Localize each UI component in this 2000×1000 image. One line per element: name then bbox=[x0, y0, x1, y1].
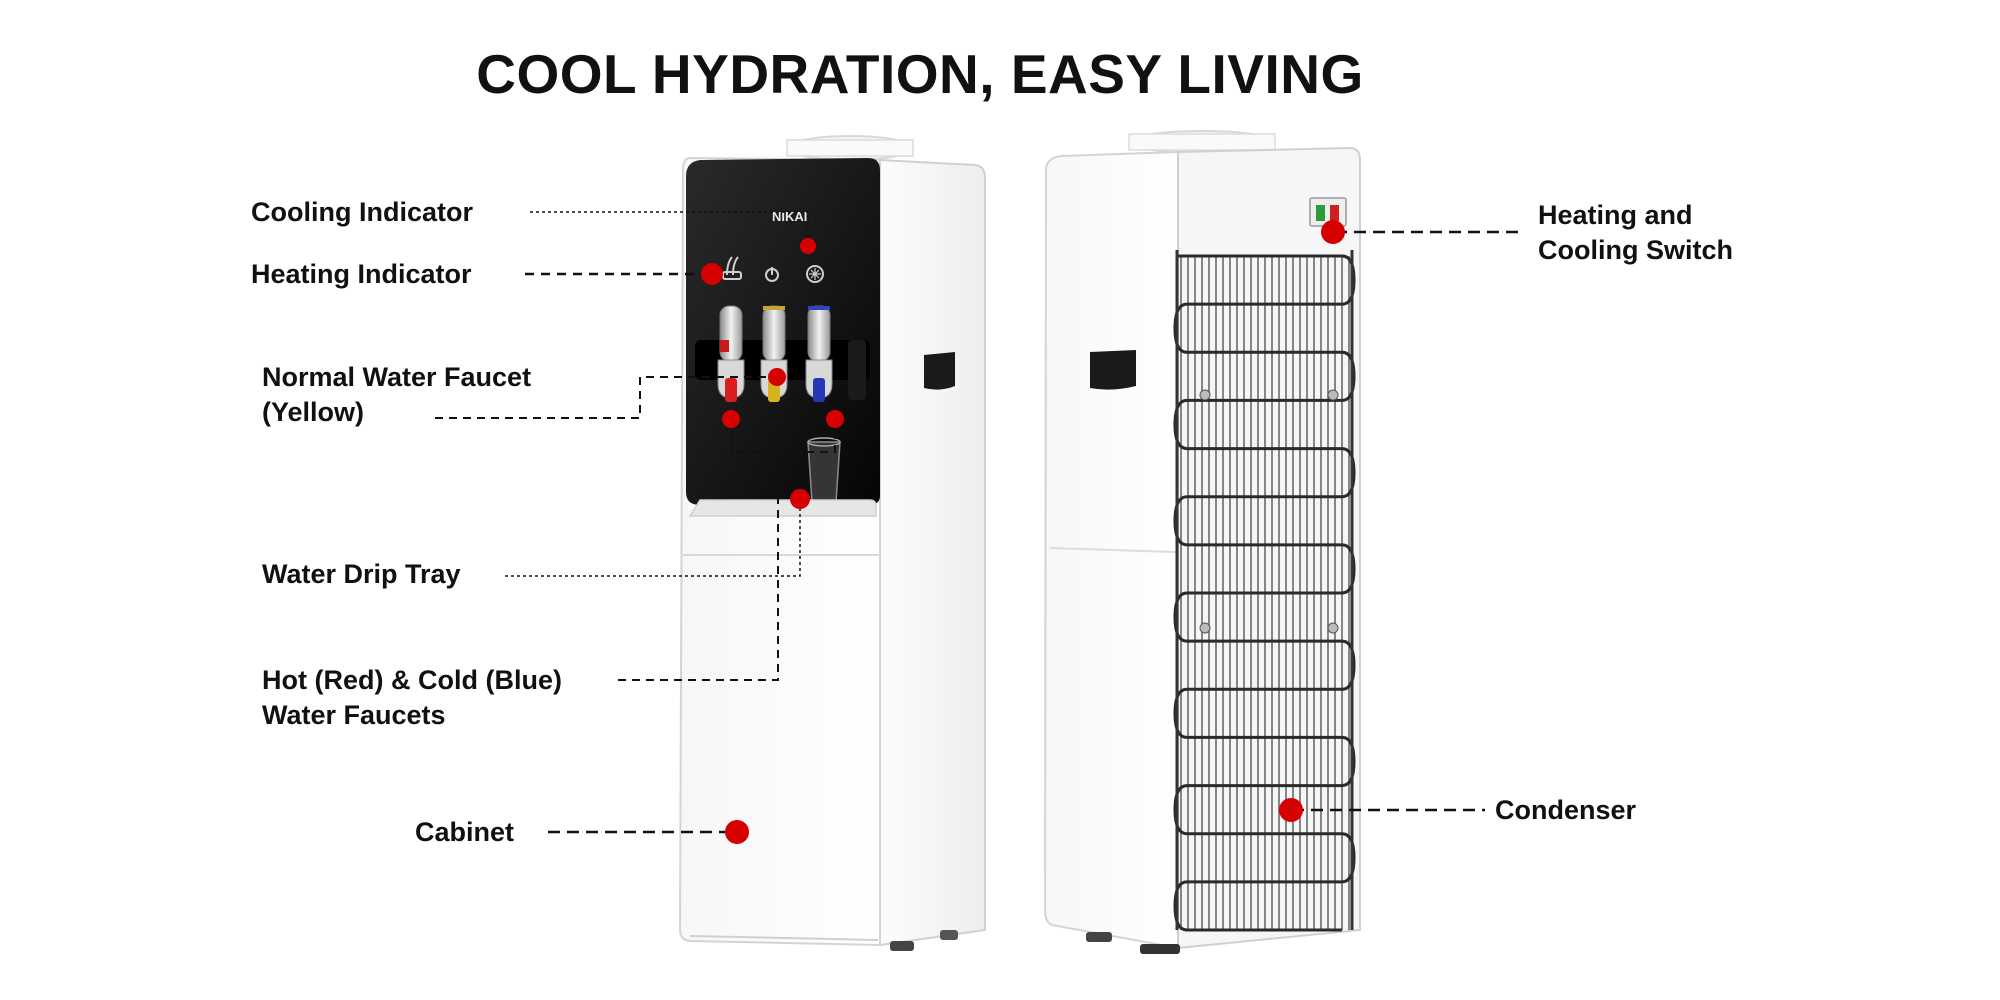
hot-water-faucet bbox=[717, 305, 745, 402]
label-normal-water-faucet: Normal Water Faucet (Yellow) bbox=[262, 362, 532, 427]
marker-cabinet bbox=[725, 820, 749, 844]
label-cabinet: Cabinet bbox=[415, 817, 515, 847]
heating-indicator-icon bbox=[722, 256, 742, 280]
marker-heating-indicator bbox=[701, 263, 723, 285]
cold-water-faucet bbox=[805, 305, 833, 402]
side-handle bbox=[924, 352, 955, 390]
marker-cooling-indicator bbox=[800, 238, 816, 254]
condenser-coil bbox=[1173, 250, 1356, 932]
heating-cooling-switch-housing bbox=[1309, 197, 1347, 227]
leader-normal-faucet bbox=[435, 376, 775, 419]
marker-switch bbox=[1321, 220, 1345, 244]
label-condenser: Condenser bbox=[1495, 795, 1637, 825]
page-title: COOL HYDRATION, EASY LIVING bbox=[476, 43, 1364, 105]
leader-drip-tray bbox=[505, 499, 801, 577]
label-heating-cooling-switch: Heating and Cooling Switch bbox=[1538, 200, 1733, 265]
cooling-indicator-icon bbox=[806, 265, 824, 283]
hot-faucet-color bbox=[725, 378, 737, 402]
label-cooling-indicator: Cooling Indicator bbox=[251, 197, 473, 227]
label-heating-indicator: Heating Indicator bbox=[251, 259, 472, 289]
brand-logo: NIKAI bbox=[772, 209, 807, 224]
callout-markers bbox=[701, 220, 1345, 844]
marker-drip-tray bbox=[790, 489, 810, 509]
drip-tray bbox=[688, 499, 877, 517]
leader-cooling-indicator bbox=[530, 211, 809, 243]
power-indicator-icon bbox=[765, 267, 779, 282]
marker-normal-faucet bbox=[768, 368, 786, 386]
label-hot-cold-faucets: Hot (Red) & Cold (Blue) Water Faucets bbox=[262, 665, 562, 730]
front-dispenser: NIKAI bbox=[678, 135, 986, 951]
marker-condenser bbox=[1279, 798, 1303, 822]
label-water-drip-tray: Water Drip Tray bbox=[262, 559, 461, 589]
leader-hot-cold-faucets bbox=[618, 420, 836, 681]
normal-water-faucet bbox=[760, 305, 788, 402]
marker-hot-faucet bbox=[722, 410, 740, 428]
leader-lines bbox=[435, 211, 1525, 834]
marker-cold-faucet bbox=[826, 410, 844, 428]
back-dispenser bbox=[1043, 130, 1361, 954]
